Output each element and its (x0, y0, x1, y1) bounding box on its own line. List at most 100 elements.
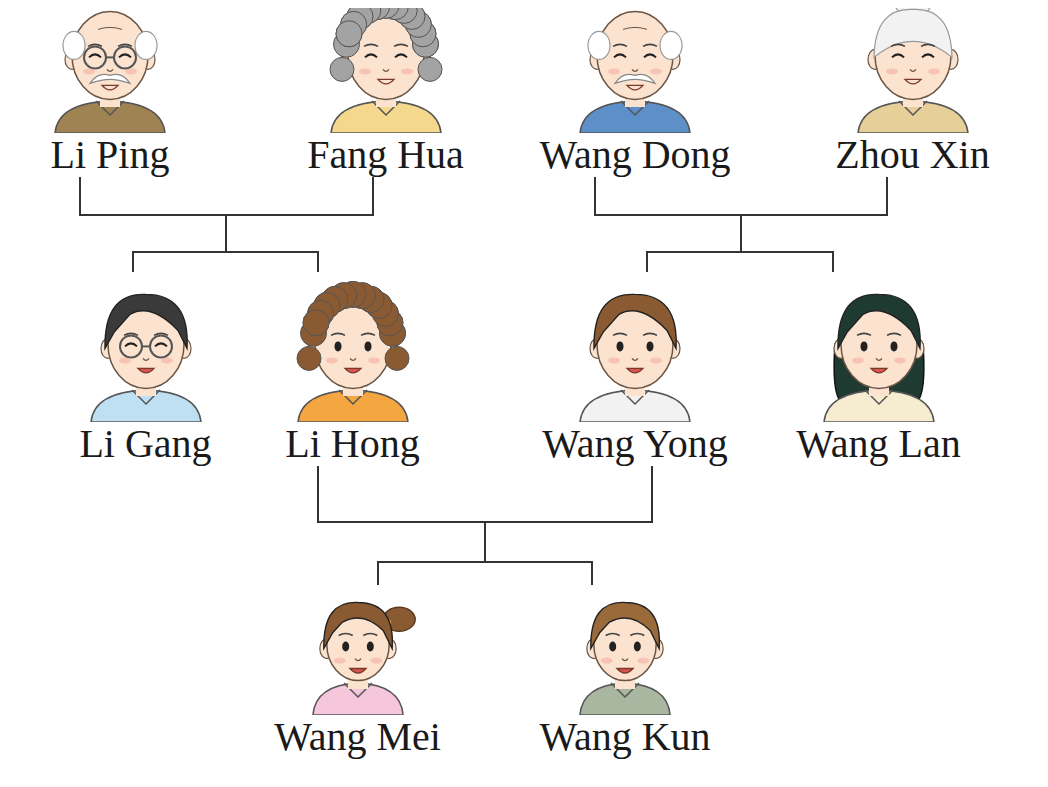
cheek (370, 658, 382, 664)
eye (860, 341, 867, 351)
avatar-illustration (321, 8, 451, 133)
mouth (627, 85, 643, 90)
hair-curl (385, 346, 409, 370)
mouth (138, 368, 154, 373)
cheek (161, 357, 173, 363)
eye (892, 54, 904, 57)
person: Li Gang (74, 272, 217, 466)
cheek (326, 357, 338, 363)
eyebrow (613, 333, 627, 335)
eyebrow (364, 44, 378, 46)
person-name: Wang Dong (539, 133, 730, 177)
eye (609, 642, 616, 652)
person-name: Zhou Xin (835, 133, 989, 177)
glasses-lens (120, 335, 142, 357)
family-line (595, 177, 833, 272)
hair-cap (323, 602, 392, 648)
eyebrow (643, 44, 657, 46)
person: Wang Mei (269, 585, 446, 759)
person: Wang Dong (534, 8, 736, 177)
cheek (608, 357, 620, 363)
cheek (333, 658, 345, 664)
cheek (119, 357, 131, 363)
person: Wang Kun (534, 585, 716, 759)
head (72, 11, 148, 99)
eye (119, 54, 131, 57)
eye (364, 341, 371, 351)
hair-cap (104, 294, 186, 348)
nose (876, 358, 882, 360)
eyebrow (338, 634, 352, 636)
hair-curl (297, 346, 321, 370)
nose (383, 69, 389, 71)
person: Li Ping (45, 8, 175, 177)
mouth (102, 85, 118, 90)
person: Zhou Xin (830, 8, 995, 177)
cheek (608, 68, 620, 74)
eyebrow (331, 333, 345, 335)
eye (890, 341, 897, 351)
nose (355, 659, 361, 661)
hair-curl (418, 57, 442, 81)
hair-tuft (660, 31, 682, 59)
glasses-bridge (106, 56, 114, 58)
avatar-illustration (570, 272, 700, 422)
eye (366, 642, 373, 652)
family-line (226, 177, 373, 272)
eye (342, 642, 349, 652)
eye (634, 642, 641, 652)
hair-cap (874, 9, 952, 57)
eyebrow (887, 333, 901, 335)
family-line (80, 177, 226, 272)
eyebrow (361, 333, 375, 335)
mustache (615, 74, 655, 83)
family-line (133, 177, 373, 272)
hair-cap (837, 294, 919, 348)
family-line (595, 177, 741, 272)
avatar-illustration (45, 8, 175, 133)
mouth (617, 669, 633, 674)
nose (622, 659, 628, 661)
glasses-lens (114, 46, 136, 68)
glasses-lens (150, 335, 172, 357)
person-name: Wang Yong (542, 422, 728, 466)
person: Wang Yong (537, 272, 733, 466)
cheek (125, 68, 137, 74)
family-line (741, 177, 887, 272)
cheek (928, 68, 940, 74)
avatar-illustration (570, 8, 700, 133)
forehead-wrinkle (623, 27, 647, 29)
eyebrow (394, 44, 408, 46)
cheek (368, 357, 380, 363)
eyebrow (891, 44, 905, 46)
mustache (90, 74, 130, 83)
person-name: Fang Hua (307, 133, 464, 177)
eye (395, 54, 407, 57)
cheek (852, 357, 864, 363)
family-line (485, 466, 652, 585)
family-line (647, 177, 887, 272)
avatar-illustration (81, 272, 211, 422)
person: Li Hong (280, 272, 425, 466)
family-line (318, 466, 592, 585)
person-name: Wang Lan (796, 422, 961, 466)
hair-curl (303, 310, 329, 336)
hair-curl (336, 21, 362, 47)
nose (632, 69, 638, 71)
person: Fang Hua (302, 8, 469, 177)
eyebrow (643, 333, 657, 335)
mouth (905, 79, 921, 84)
head (597, 11, 673, 99)
hair-curl (336, 21, 362, 47)
cheek (401, 68, 413, 74)
cheek (359, 68, 371, 74)
glasses-lens (84, 46, 106, 68)
glasses-bridge (142, 345, 150, 347)
eye (155, 343, 167, 346)
mouth (345, 368, 361, 373)
cheek (637, 658, 649, 664)
person-name: Li Hong (285, 422, 419, 466)
eye (334, 341, 341, 351)
nose (143, 358, 149, 360)
